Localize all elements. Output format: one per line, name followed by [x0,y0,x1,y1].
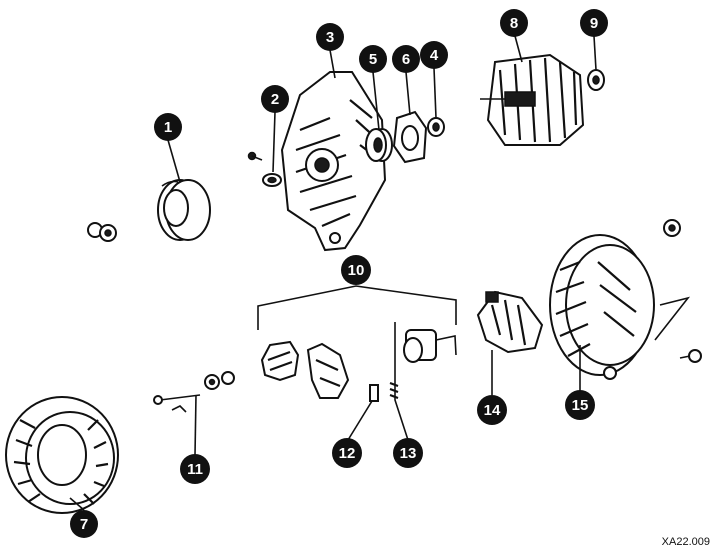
callout-13-label: 13 [400,445,417,462]
spacer-collar [427,117,445,137]
leader-lines [69,35,597,511]
callout-1-label: 1 [164,119,172,136]
callout-10: 10 [341,255,371,285]
callout-5: 5 [359,45,387,73]
callout-15-label: 15 [572,397,589,414]
callout-10-label: 10 [348,262,365,279]
rear-end-frame [549,234,702,380]
callout-9-label: 9 [590,15,598,32]
stator [5,396,119,514]
figure-reference-code: XA22.009 [661,536,710,548]
callout-12: 12 [332,438,362,468]
callout-3-label: 3 [326,29,334,46]
brush-holder-parts [260,329,457,399]
callout-14-label: 14 [484,402,501,419]
callout-11: 11 [180,454,210,484]
drive-end-frame [280,71,387,252]
brush-spring [389,381,399,400]
callout-6-label: 6 [402,51,410,68]
callout-8-label: 8 [510,15,518,32]
callout-2: 2 [261,85,289,113]
spacer-and-screw [247,151,282,187]
rotor [480,53,585,146]
callout-12-label: 12 [339,445,356,462]
callout-7-label: 7 [80,516,88,533]
callout-11-label: 11 [187,461,203,478]
bolt-set [153,371,235,413]
callout-13: 13 [393,438,423,468]
callout-4: 4 [420,41,448,69]
callout-4-label: 4 [430,47,439,64]
nut-and-washer [87,222,117,242]
callout-8: 8 [500,9,528,37]
pulley [157,179,211,241]
rectifier-assembly [476,290,544,354]
callout-1: 1 [154,113,182,141]
callout-7: 7 [70,510,98,538]
callout-5-label: 5 [369,51,377,68]
brush [369,384,379,402]
callout-3: 3 [316,23,344,51]
front-bearing [365,128,393,162]
callout-6: 6 [392,45,420,73]
callout-14: 14 [477,395,507,425]
bearing-retainer-plate [392,110,428,164]
callout-9: 9 [580,9,608,37]
callout-15: 15 [565,390,595,420]
terminal-nut [663,219,681,237]
callout-2-label: 2 [271,91,279,108]
rear-bearing [587,69,605,91]
